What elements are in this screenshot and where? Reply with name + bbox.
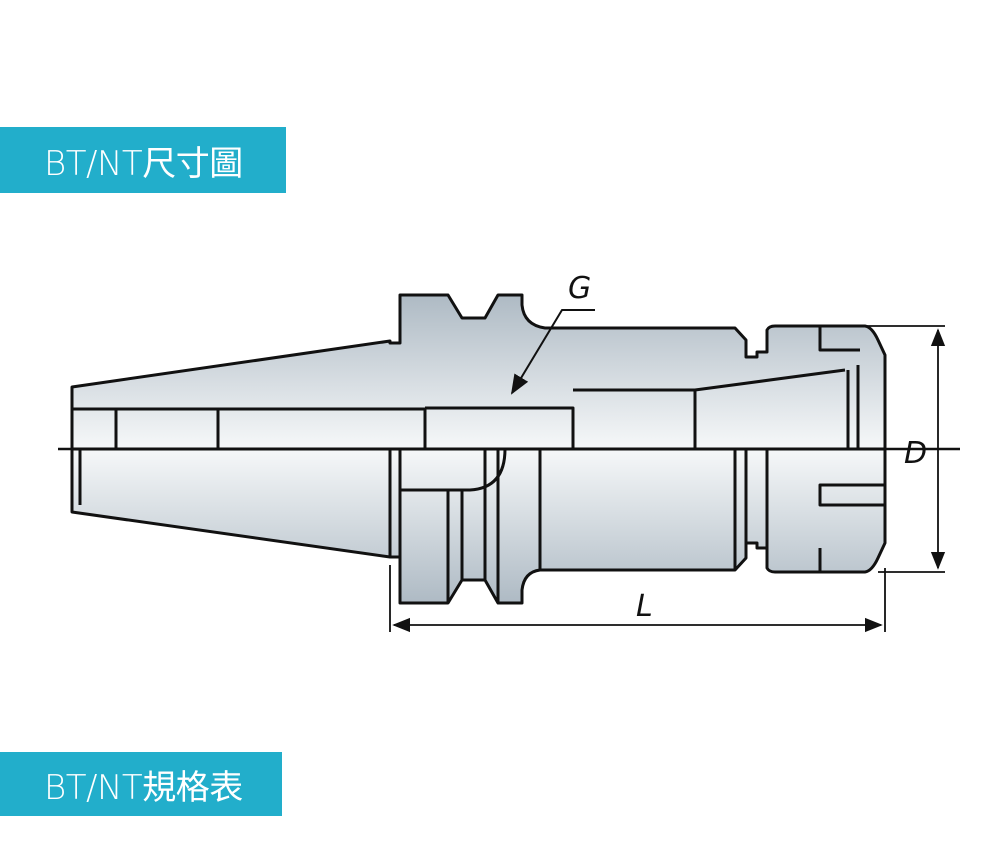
label-d: D: [904, 436, 927, 471]
label-l: L: [636, 589, 653, 624]
holder-lower-half: [70, 447, 887, 605]
holder-upper-half: [70, 293, 887, 451]
section-header-dimension-drawing: BT/NT尺寸圖: [0, 127, 286, 193]
label-g: G: [568, 271, 591, 306]
g-leader: [510, 309, 595, 395]
section-header-spec-table: BT/NT規格表: [0, 752, 282, 816]
